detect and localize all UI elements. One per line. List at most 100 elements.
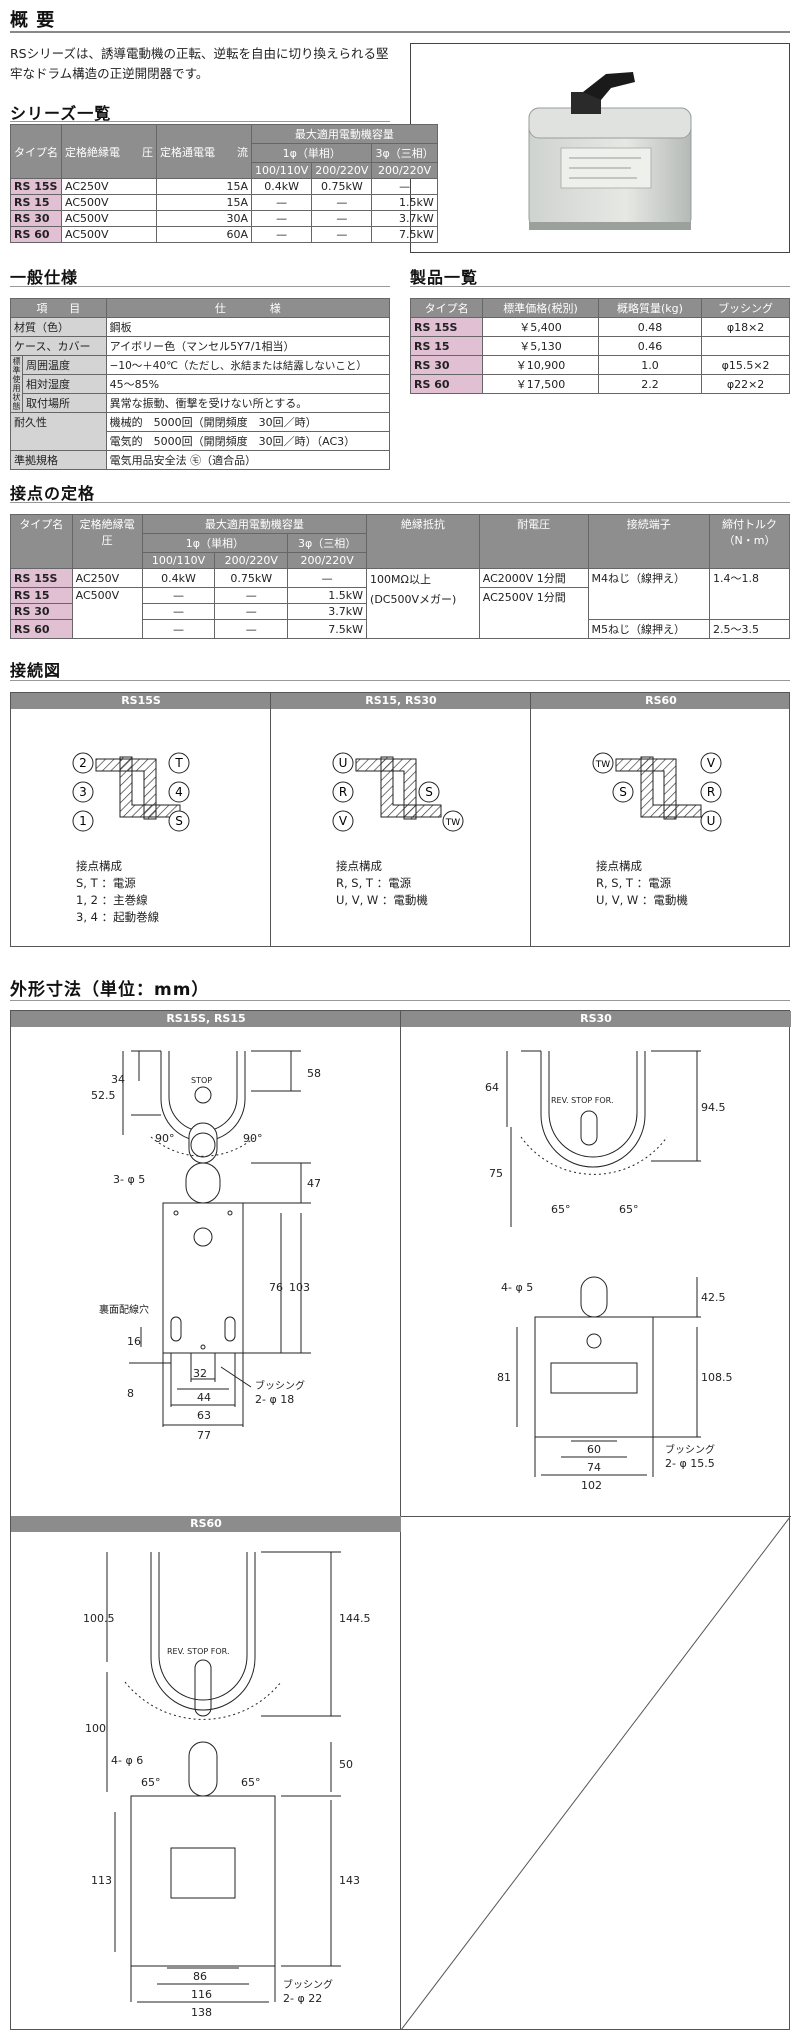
general-h-item: 項 目 <box>10 298 107 318</box>
wiring-legend-rs15s: 接点構成 S, T ：電源 1, 2 ：主巻線 3, 4 ：起動巻線 <box>76 859 160 924</box>
products-rule <box>410 286 790 287</box>
svg-text:S: S <box>425 785 433 799</box>
series-h-three: 3φ（三相） <box>371 143 438 163</box>
svg-text:TW: TW <box>445 818 460 828</box>
svg-text:86: 86 <box>193 1970 207 1983</box>
svg-text:ブッシング: ブッシング <box>255 1379 305 1392</box>
svg-text:90°: 90° <box>243 1132 263 1145</box>
svg-text:100.5: 100.5 <box>83 1612 115 1625</box>
table-row: 電気的 5000回（開閉頻度 30回／時）（AC3） <box>11 431 391 451</box>
contacts-table: タイプ名 定格絶縁電 圧 最大適用電動機容量 絶縁抵抗 耐電圧 接続端子 締付ト… <box>10 514 790 639</box>
products-h-type: タイプ名 <box>409 298 484 318</box>
wiring-title: 接続図 <box>10 661 62 680</box>
svg-text:S: S <box>175 814 183 828</box>
series-h-single: 1φ（単相） <box>250 143 373 163</box>
wiring-panel: RS15S RS15, RS30 RS60 2 T 3 4 1 S <box>10 692 790 947</box>
svg-text:103: 103 <box>289 1281 310 1294</box>
svg-text:44: 44 <box>197 1391 211 1404</box>
svg-text:R: R <box>707 785 715 799</box>
svg-text:STOP: STOP <box>191 1076 212 1085</box>
dims-panel: RS15S, RS15 RS30 RS60 <box>10 1010 791 2030</box>
table-row: RS 15S AC250V 0.4kW 0.75kW — 100MΩ以上 (DC… <box>10 568 790 639</box>
table-row: 耐久性 機械的 5000回（開閉頻度 30回／時） <box>10 412 391 451</box>
svg-text:143: 143 <box>339 1874 360 1887</box>
svg-text:1: 1 <box>79 814 87 828</box>
svg-text:65°: 65° <box>241 1776 261 1789</box>
svg-text:100: 100 <box>85 1722 106 1735</box>
table-row: RS 30 AC500V 30A — — 3.7kW <box>10 210 438 227</box>
svg-text:63: 63 <box>197 1409 211 1422</box>
svg-text:U: U <box>707 814 716 828</box>
series-rule <box>10 121 390 122</box>
switch-photo-illustration <box>528 72 692 230</box>
svg-text:64: 64 <box>485 1081 499 1094</box>
product-photo <box>410 43 790 253</box>
contacts-title: 接点の定格 <box>10 484 96 503</box>
table-row: 材質（色） 鋼板 <box>10 317 391 337</box>
env-group-label: 標準使用状態 <box>10 355 23 413</box>
svg-text:34: 34 <box>111 1073 125 1086</box>
table-row: RS 60 — — 7.5kW M5ねじ（線押え） 2.5〜3.5 <box>10 619 790 639</box>
svg-text:ブッシング: ブッシング <box>665 1443 715 1456</box>
series-h-type: タイプ名 <box>10 124 62 179</box>
svg-text:65°: 65° <box>551 1203 571 1216</box>
svg-text:138: 138 <box>191 2006 212 2019</box>
table-row: RS 15S AC250V 15A 0.4kW 0.75kW — <box>10 178 438 195</box>
wiring-rs15s: 2 T 3 4 1 S <box>72 752 190 832</box>
series-h-capacity: 最大適用電動機容量 <box>251 124 438 144</box>
series-title: シリーズ一覧 <box>10 104 112 123</box>
svg-text:75: 75 <box>489 1167 503 1180</box>
dims-rs60-drawing: 100.5 144.5 100 65° 65° REV. STOP FOR. 4… <box>83 1551 371 2019</box>
contacts-rule <box>10 502 790 503</box>
svg-text:102: 102 <box>581 1479 602 1492</box>
svg-text:42.5: 42.5 <box>701 1291 726 1304</box>
table-row: RS 30 ￥10,900 1.0 φ15.5×2 <box>409 355 790 375</box>
svg-text:60: 60 <box>587 1443 601 1456</box>
dims-title: 外形寸法（単位：mm） <box>10 980 210 1000</box>
svg-text:77: 77 <box>197 1429 211 1442</box>
svg-text:65°: 65° <box>619 1203 639 1216</box>
table-row: RS 60 AC500V 60A — — 7.5kW <box>10 226 438 243</box>
svg-text:144.5: 144.5 <box>339 1612 371 1625</box>
svg-text:2- φ 22: 2- φ 22 <box>283 1992 322 2005</box>
table-row: 相対湿度 45〜85% <box>11 374 391 394</box>
table-row: RS 15 ￥5,130 0.46 <box>409 336 790 356</box>
table-row: RS 15 AC500V — — 1.5kW AC2500V 1分間 <box>10 587 790 639</box>
products-title: 製品一覧 <box>410 268 479 287</box>
svg-text:47: 47 <box>307 1177 321 1190</box>
table-row: 標準使用状態 周囲温度 −10〜＋40℃（ただし、氷結または結露しないこと） <box>10 355 391 413</box>
table-row: RS 15 AC500V 15A — — 1.5kW <box>10 194 438 211</box>
svg-text:32: 32 <box>193 1367 207 1380</box>
svg-text:116: 116 <box>191 1988 212 2001</box>
svg-text:REV. STOP FOR.: REV. STOP FOR. <box>551 1096 613 1105</box>
series-h-v200b: 200/220V <box>371 162 438 179</box>
table-row: 準拠規格 電気用品安全法 ㋲（適合品） <box>10 450 391 470</box>
svg-text:74: 74 <box>587 1461 601 1474</box>
dims-rs15-drawing: 34 58 52.5 90° 90° STOP 3- φ 5 47 76 103… <box>91 1050 321 1442</box>
overview-title: 概 要 <box>10 10 56 31</box>
svg-text:R: R <box>339 785 347 799</box>
svg-text:S: S <box>619 785 627 799</box>
svg-text:T: T <box>174 756 183 770</box>
svg-text:90°: 90° <box>155 1132 175 1145</box>
dims-rs30-drawing: 64 94.5 75 65° 65° REV. STOP FOR. 4- φ 5… <box>485 1050 733 1492</box>
svg-text:3: 3 <box>79 785 87 799</box>
table-row: RS 60 ￥17,500 2.2 φ22×2 <box>409 374 790 394</box>
svg-text:4- φ 5: 4- φ 5 <box>501 1281 533 1294</box>
general-title: 一般仕様 <box>10 268 79 287</box>
svg-text:50: 50 <box>339 1758 353 1771</box>
products-h-weight: 概略質量(kg) <box>597 298 703 318</box>
svg-text:94.5: 94.5 <box>701 1101 726 1114</box>
wiring-rule <box>10 680 790 681</box>
svg-text:V: V <box>707 756 716 770</box>
svg-text:V: V <box>339 814 348 828</box>
svg-text:58: 58 <box>307 1067 321 1080</box>
svg-text:65°: 65° <box>141 1776 161 1789</box>
svg-text:108.5: 108.5 <box>701 1371 733 1384</box>
series-h-current: 定格通電電 流 <box>156 124 252 179</box>
svg-text:裏面配線穴: 裏面配線穴 <box>99 1303 149 1316</box>
series-h-v100: 100/110V <box>250 162 313 179</box>
overview-text: RSシリーズは、誘導電動機の正転、逆転を自由に切り換えられる堅牢なドラム構造の正… <box>10 46 389 81</box>
svg-text:16: 16 <box>127 1335 141 1348</box>
series-table: タイプ名 定格絶縁電 圧 定格通電電 流 最大適用電動機容量 1φ（単相） 3φ… <box>10 124 438 243</box>
